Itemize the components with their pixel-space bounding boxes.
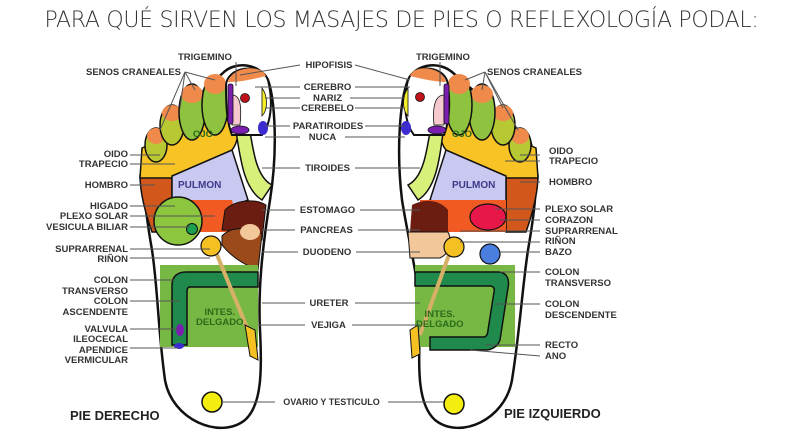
label-estomago: ESTOMAGO bbox=[299, 205, 356, 216]
label-suprarrenal-right: SUPRARRENAL bbox=[55, 244, 128, 255]
label-colon-transverso-right-2: TRANSVERSO bbox=[62, 286, 128, 297]
label-hombro-left: HOMBRO bbox=[549, 177, 593, 188]
intestino-label-left: INTES. DELGADO bbox=[416, 309, 464, 330]
label-colon-ascendente-1: COLON bbox=[93, 296, 128, 307]
pulmon-label-right: PULMON bbox=[178, 180, 222, 191]
label-ovario-testiculo: OVARIO Y TESTICULO bbox=[283, 397, 380, 407]
label-ureter: URETER bbox=[309, 298, 349, 309]
label-pancreas: PANCREAS bbox=[300, 225, 353, 236]
left-toes bbox=[401, 67, 532, 163]
label-apendice-1: APENDICE bbox=[78, 345, 128, 356]
label-bazo: BAZO bbox=[545, 247, 572, 258]
left-foot-title: PIE IZQUIERDO bbox=[504, 406, 601, 421]
label-rinon-left: RIÑON bbox=[545, 236, 576, 247]
label-plexo-solar-left: PLEXO SOLAR bbox=[545, 204, 614, 215]
label-corazon: CORAZON bbox=[545, 215, 594, 226]
label-trigemino-right: TRIGEMINO bbox=[178, 52, 232, 63]
right-toes bbox=[144, 67, 272, 163]
label-recto: RECTO bbox=[545, 340, 579, 351]
label-colon-transverso-left-2: TRANSVERSO bbox=[545, 278, 611, 289]
label-colon-ascendente-2: ASCENDENTE bbox=[62, 307, 128, 318]
left-foot bbox=[397, 64, 539, 430]
label-vesicula-biliar: VESICULA BILIAR bbox=[46, 222, 128, 233]
label-suprarrenal-left: SUPRARRENAL bbox=[545, 226, 618, 237]
label-nariz: NARIZ bbox=[312, 93, 343, 104]
label-plexo-solar-right: PLEXO SOLAR bbox=[59, 211, 128, 222]
pulmon-label-left: PULMON bbox=[452, 180, 496, 191]
label-ano: ANO bbox=[545, 351, 567, 362]
label-nuca: NUCA bbox=[308, 132, 337, 143]
label-hombro-right: HOMBRO bbox=[84, 180, 128, 191]
label-paratiroides: PARATIROIDES bbox=[292, 121, 364, 132]
label-valvula-2: ILEOCECAL bbox=[73, 334, 128, 345]
label-trapecio-left: TRAPECIO bbox=[549, 156, 599, 167]
label-oido-left: OIDO bbox=[549, 146, 574, 157]
label-trigemino-left: TRIGEMINO bbox=[416, 52, 470, 63]
intestino-label-right: INTES. DELGADO bbox=[196, 307, 244, 328]
label-tiroides: TIROIDES bbox=[305, 163, 350, 174]
ojo-label-left: OJO bbox=[452, 129, 473, 140]
label-colon-transverso-left-1: COLON bbox=[545, 267, 580, 278]
label-rinon-right: RIÑON bbox=[97, 254, 128, 265]
label-oido-right: OIDO bbox=[103, 149, 128, 160]
label-higado: HIGADO bbox=[90, 201, 128, 212]
leader-lines bbox=[130, 62, 541, 403]
label-vejiga: VEJIGA bbox=[311, 320, 346, 331]
label-valvula-1: VALVULA bbox=[84, 324, 128, 335]
right-foot bbox=[139, 64, 277, 430]
label-apendice-2: VERMICULAR bbox=[64, 355, 128, 366]
label-colon-transverso-right-1: COLON bbox=[93, 275, 128, 286]
label-senos-craneales-right: SENOS CRANEALES bbox=[86, 67, 182, 78]
ojo-label-right: OJO bbox=[193, 129, 214, 140]
label-hipofisis: HIPOFISIS bbox=[305, 60, 353, 71]
label-cerebelo: CEREBELO bbox=[301, 103, 354, 114]
label-colon-descendente-1: COLON bbox=[545, 299, 580, 310]
label-senos-craneales-left: SENOS CRANEALES bbox=[487, 67, 583, 78]
label-trapecio-right: TRAPECIO bbox=[78, 159, 128, 170]
right-foot-title: PIE DERECHO bbox=[70, 408, 160, 423]
label-colon-descendente-2: DESCENDENTE bbox=[545, 310, 617, 321]
page-title: PARA QUÉ SIRVEN LOS MASAJES DE PIES O RE… bbox=[44, 8, 759, 33]
label-cerebro: CEREBRO bbox=[303, 82, 352, 93]
label-duodeno: DUODENO bbox=[302, 247, 352, 258]
